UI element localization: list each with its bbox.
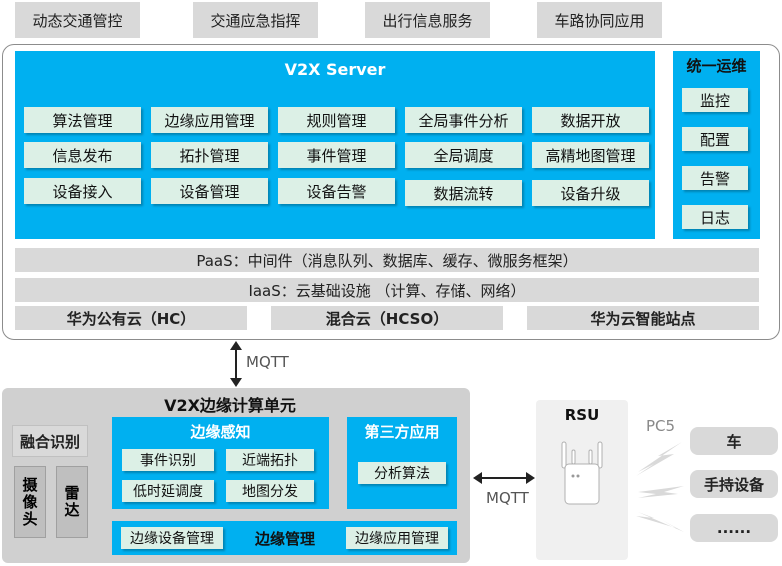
module-box: 设备接入: [24, 178, 141, 204]
module-box: 拓扑管理: [151, 142, 268, 168]
app-label: 动态交通管控: [32, 11, 123, 30]
cloud-option: 华为云智能站点: [527, 306, 759, 330]
ops-item: 配置: [682, 127, 748, 151]
edge-perception-title: 边缘感知: [190, 422, 251, 441]
module-box: 事件管理: [278, 142, 395, 168]
ops-title: 统一运维: [686, 56, 747, 75]
mqtt-horizontal-arrow: [473, 472, 535, 484]
terminal-more: ......: [690, 514, 778, 542]
ops-item: 告警: [682, 166, 748, 190]
ops-item: 监控: [682, 88, 748, 112]
edge-device-management: 边缘设备管理: [121, 527, 223, 549]
ops-item: 日志: [682, 205, 748, 229]
app-label: 交通应急指挥: [210, 11, 301, 30]
rsu-device-icon: [561, 441, 603, 505]
terminal-handheld: 手持设备: [690, 470, 778, 498]
mqtt-label-mid: MQTT: [486, 489, 529, 507]
iaas-bar: IaaS：云基础设施 （计算、存储、网络）: [15, 278, 759, 302]
cloud-option: 华为公有云（HC）: [15, 306, 247, 330]
module-box: 高精地图管理: [532, 142, 649, 168]
module-box: 规则管理: [278, 107, 395, 133]
fusion-box: 融合识别: [12, 425, 88, 457]
app-box: 出行信息服务: [365, 2, 490, 38]
perception-item: 低时延调度: [122, 480, 214, 502]
perception-item: 近端拓扑: [226, 449, 314, 471]
camera-box: 摄像头: [14, 466, 46, 538]
app-box: 交通应急指挥: [193, 2, 318, 38]
rsu-title: RSU: [564, 406, 600, 424]
v2x-server-title: V2X Server: [284, 59, 386, 79]
module-box: 全局调度: [405, 142, 522, 168]
edge-management-title: 边缘管理: [254, 529, 315, 548]
edge-unit-title: V2X边缘计算单元: [164, 396, 296, 415]
radar-box: 雷达: [56, 466, 88, 538]
perception-item: 事件识别: [122, 449, 214, 471]
edge-app-management: 边缘应用管理: [346, 527, 448, 549]
module-box: 全局事件分析: [405, 107, 522, 133]
module-box: 数据开放: [532, 107, 649, 133]
terminal-vehicle: 车: [690, 427, 778, 455]
third-party-item: 分析算法: [358, 462, 446, 484]
mqtt-label-top: MQTT: [246, 353, 289, 371]
module-box: 设备管理: [151, 178, 268, 204]
third-party-title: 第三方应用: [364, 422, 440, 441]
app-label: 出行信息服务: [382, 11, 473, 30]
pc5-signal-icon: [636, 442, 684, 532]
module-box: 设备告警: [278, 178, 395, 204]
cloud-option: 混合云（HCSO）: [271, 306, 503, 330]
app-box: 车路协同应用: [537, 2, 662, 38]
module-box: 设备升级: [532, 180, 649, 206]
module-box: 信息发布: [24, 142, 141, 168]
app-label: 车路协同应用: [554, 11, 645, 30]
module-box: 数据流转: [405, 180, 522, 206]
paas-bar: PaaS：中间件（消息队列、数据库、缓存、微服务框架）: [15, 248, 759, 272]
mqtt-vertical-arrow: [230, 341, 242, 387]
app-box: 动态交通管控: [15, 2, 140, 38]
perception-item: 地图分发: [226, 480, 314, 502]
module-box: 边缘应用管理: [151, 107, 268, 133]
module-box: 算法管理: [24, 107, 141, 133]
pc5-label: PC5: [646, 417, 676, 435]
